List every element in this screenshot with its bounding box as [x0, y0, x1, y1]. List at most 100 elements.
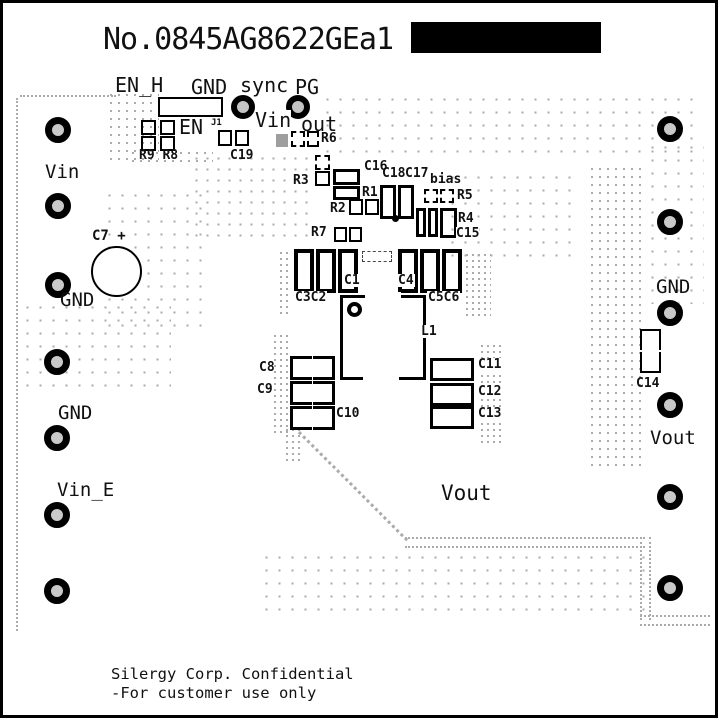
- label-c12: C12: [477, 384, 503, 399]
- label-r9r8: R9 R8: [139, 148, 179, 163]
- label-c14: C14: [636, 376, 660, 391]
- label-c18: C18: [382, 166, 406, 181]
- label-en-h: EN_H: [115, 73, 164, 97]
- left-hole-3: [45, 272, 71, 298]
- pg-through-hole: [286, 95, 310, 119]
- stipple-left-of-c8: [272, 333, 288, 435]
- label-c17: C17: [405, 166, 429, 181]
- c14-pad-top: [640, 329, 661, 350]
- r3-pad-bottom: [315, 171, 330, 186]
- right-hole-4: [657, 392, 683, 418]
- pour-outline-bottom: [640, 615, 710, 626]
- label-vin-e: Vin_E: [57, 479, 115, 501]
- board-number-title: No.0845AG8622GEa1: [103, 22, 394, 57]
- label-r7: R7: [311, 225, 327, 240]
- r6-pad-right: [307, 131, 319, 147]
- ic-dashed-outline: [362, 251, 392, 262]
- r6-smd-pad: [276, 134, 288, 147]
- c17-pad: [398, 185, 414, 219]
- pin1-via-dot: [392, 215, 399, 222]
- confidential-line-1: Silergy Corp. Confidential: [111, 665, 354, 683]
- left-hole-7: [44, 578, 70, 604]
- c15-outline: [440, 208, 457, 238]
- c11-pad-left: [430, 358, 452, 381]
- stipple-center-left: [191, 153, 309, 245]
- stipple-below-c10: [284, 427, 302, 461]
- c10-pad-right: [313, 406, 335, 430]
- l1-via-ring: [347, 302, 362, 317]
- label-r1: R1: [362, 185, 378, 200]
- c6-pads: [442, 249, 462, 293]
- pour-outline-top-left: [20, 95, 116, 97]
- label-r2: R2: [330, 201, 346, 216]
- header-connector-outline: [158, 97, 223, 117]
- left-hole-1: [45, 117, 71, 143]
- c4-pads: [398, 249, 418, 293]
- c18-pad: [380, 185, 396, 219]
- c16-outline: [333, 169, 360, 185]
- stipple-right-column: [588, 165, 642, 468]
- r8-pad-bottom: [160, 136, 175, 151]
- label-gnd-left-upper: GND: [60, 289, 95, 311]
- r2-pad-left: [349, 199, 363, 215]
- c2-pads: [316, 249, 336, 293]
- label-vin-pin: Vin: [255, 108, 292, 132]
- label-gnd-left-lower: GND: [58, 402, 93, 424]
- label-r3: R3: [293, 173, 309, 188]
- label-bias: bias: [430, 172, 462, 187]
- l1-gap-bottom: [363, 375, 399, 383]
- right-hole-6: [657, 575, 683, 601]
- stipple-right-of-c6: [464, 252, 491, 316]
- label-c7: C7 +: [92, 228, 126, 244]
- r7-pad-right: [349, 227, 362, 242]
- pour-outline-vertical: [640, 537, 651, 620]
- label-pg: PG: [295, 75, 320, 99]
- r9-pad-bottom: [141, 136, 156, 151]
- c13-pad-right: [452, 406, 474, 429]
- label-c16: C16: [364, 159, 388, 174]
- c7-outline: [91, 246, 142, 297]
- label-out-pin: out: [301, 112, 338, 136]
- label-c5c6: C5C6: [427, 290, 461, 305]
- c9-pad-left: [290, 381, 312, 405]
- redaction-block: [411, 22, 601, 53]
- c12-pad-left: [430, 383, 452, 406]
- stipple-bottom-right: [260, 551, 648, 621]
- right-hole-1: [657, 116, 683, 142]
- r1-outline: [333, 186, 360, 200]
- label-c11: C11: [477, 357, 503, 372]
- sync-through-hole: [231, 95, 255, 119]
- pour-outline-horizontal: [405, 537, 645, 548]
- left-hole-2: [45, 193, 71, 219]
- label-c8: C8: [259, 360, 275, 375]
- stipple-top-right: [321, 93, 699, 161]
- c3-pads: [294, 249, 314, 293]
- r3-pad-top: [315, 155, 330, 170]
- label-c1: C1: [343, 273, 361, 288]
- c13-pad-left: [430, 406, 452, 429]
- left-hole-5: [44, 425, 70, 451]
- label-r4: R4: [458, 211, 474, 226]
- pour-outline-diagonal: [297, 431, 409, 542]
- right-hole-3: [657, 300, 683, 326]
- label-vin-left: Vin: [45, 161, 80, 183]
- left-hole-4: [44, 349, 70, 375]
- label-vout-right: Vout: [650, 427, 696, 449]
- r2-pad-right: [365, 199, 379, 215]
- c11-pad-right: [452, 358, 474, 381]
- label-vout-center: Vout: [441, 481, 492, 505]
- left-hole-6: [44, 502, 70, 528]
- stipple-left-mid: [21, 301, 171, 393]
- c14-pad-bottom: [640, 352, 661, 373]
- label-c9: C9: [257, 382, 273, 397]
- c19-pad-left: [218, 130, 232, 146]
- label-r5: R5: [457, 188, 473, 203]
- r7-pad-left: [334, 227, 347, 242]
- r5-pad-right: [440, 189, 454, 203]
- r6-pad-left: [291, 131, 305, 147]
- label-gnd-top: GND: [191, 75, 228, 99]
- c19-pad-right: [235, 130, 249, 146]
- c5-pads: [420, 249, 440, 293]
- c9-pad-right: [313, 381, 335, 405]
